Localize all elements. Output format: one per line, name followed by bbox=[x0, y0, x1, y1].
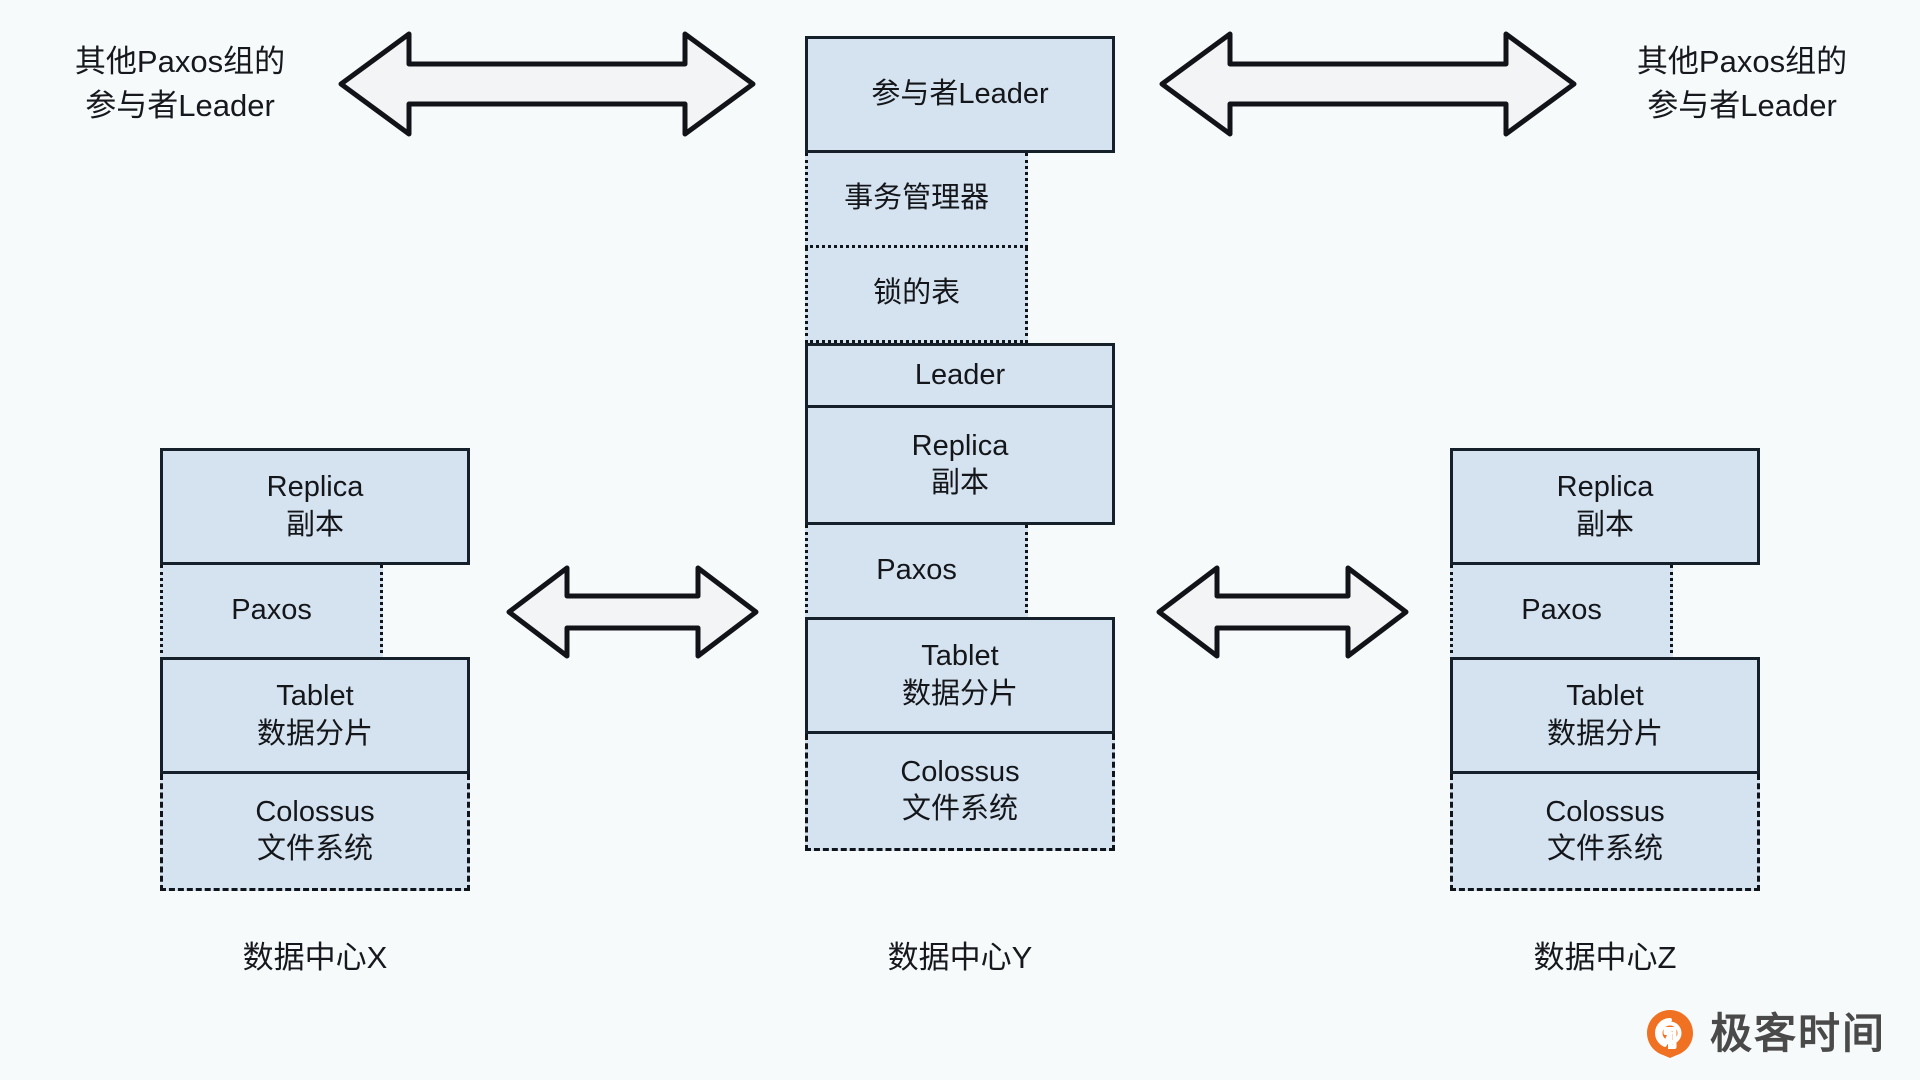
node-participant-leader-y-title: 参与者Leader bbox=[871, 77, 1049, 110]
double-arrow-icon-mid-left bbox=[505, 563, 760, 661]
node-replica-z[interactable]: Replica 副本 bbox=[1450, 448, 1760, 565]
node-colossus-x-subtitle: 文件系统 bbox=[256, 833, 373, 865]
node-paxos-z[interactable]: Paxos bbox=[1450, 565, 1674, 660]
node-paxos-x[interactable]: Paxos bbox=[160, 565, 384, 660]
node-transaction-manager-y-title: 事务管理器 bbox=[844, 182, 990, 215]
stack-datacenter-z: Replica 副本 Paxos Tablet 数据分片 Colossus 文件… bbox=[1450, 448, 1760, 891]
node-colossus-z-subtitle: 文件系统 bbox=[1546, 833, 1663, 865]
node-replica-z-title: Replica bbox=[1556, 471, 1654, 504]
node-replica-y-subtitle: 副本 bbox=[930, 467, 989, 499]
node-replica-y-title: Replica bbox=[911, 429, 1009, 462]
double-arrow-icon-mid-right bbox=[1155, 563, 1410, 661]
datacenter-label-z: 数据中心Z bbox=[1533, 940, 1677, 975]
node-colossus-y-subtitle: 文件系统 bbox=[901, 793, 1018, 825]
node-leader-y[interactable]: Leader bbox=[805, 343, 1115, 408]
node-participant-leader-y[interactable]: 参与者Leader bbox=[805, 36, 1115, 153]
node-replica-x-title: Replica bbox=[266, 471, 364, 504]
node-replica-z-subtitle: 副本 bbox=[1575, 508, 1634, 541]
node-tablet-y-title: Tablet bbox=[921, 640, 999, 673]
stack-datacenter-y: 参与者Leader 事务管理器 锁的表 Leader Replica 副本 Pa… bbox=[805, 36, 1115, 851]
datacenter-label-x: 数据中心X bbox=[242, 940, 388, 975]
node-leader-y-title: Leader bbox=[914, 358, 1006, 391]
node-lock-table-y[interactable]: 锁的表 bbox=[805, 248, 1029, 343]
node-replica-y[interactable]: Replica 副本 bbox=[805, 408, 1115, 525]
node-paxos-y-title: Paxos bbox=[876, 554, 957, 587]
stack-datacenter-x: Replica 副本 Paxos Tablet 数据分片 Colossus 文件… bbox=[160, 448, 470, 891]
caption-other-paxos-groups-left: 其他Paxos组的 参与者Leader bbox=[30, 40, 330, 128]
node-colossus-z[interactable]: Colossus 文件系统 bbox=[1450, 774, 1760, 891]
caption-left-line-1: 其他Paxos组的 bbox=[74, 44, 286, 79]
node-tablet-x-subtitle: 数据分片 bbox=[256, 717, 373, 750]
node-colossus-y[interactable]: Colossus 文件系统 bbox=[805, 734, 1115, 851]
node-colossus-x-title: Colossus bbox=[255, 795, 375, 828]
node-colossus-y-title: Colossus bbox=[900, 755, 1020, 788]
node-colossus-z-title: Colossus bbox=[1545, 795, 1665, 828]
geekbang-logo-icon bbox=[1644, 1008, 1696, 1060]
node-tablet-y-subtitle: 数据分片 bbox=[901, 677, 1018, 710]
double-arrow-icon-top-left bbox=[337, 28, 757, 140]
node-paxos-z-title: Paxos bbox=[1521, 594, 1602, 627]
node-paxos-x-title: Paxos bbox=[231, 594, 312, 627]
node-tablet-x[interactable]: Tablet 数据分片 bbox=[160, 657, 470, 774]
node-replica-x[interactable]: Replica 副本 bbox=[160, 448, 470, 565]
node-replica-x-subtitle: 副本 bbox=[285, 508, 344, 541]
brand-logo: 极客时间 bbox=[1644, 1008, 1886, 1060]
node-tablet-z[interactable]: Tablet 数据分片 bbox=[1450, 657, 1760, 774]
node-tablet-x-title: Tablet bbox=[276, 680, 354, 713]
node-tablet-z-subtitle: 数据分片 bbox=[1546, 717, 1663, 750]
node-tablet-y[interactable]: Tablet 数据分片 bbox=[805, 617, 1115, 734]
node-tablet-z-title: Tablet bbox=[1566, 680, 1644, 713]
double-arrow-icon-top-right bbox=[1158, 28, 1578, 140]
node-paxos-y[interactable]: Paxos bbox=[805, 525, 1029, 620]
caption-right-line-2: 参与者Leader bbox=[1647, 88, 1837, 124]
datacenter-label-y: 数据中心Y bbox=[887, 940, 1033, 975]
node-transaction-manager-y[interactable]: 事务管理器 bbox=[805, 153, 1029, 248]
node-colossus-x[interactable]: Colossus 文件系统 bbox=[160, 774, 470, 891]
caption-left-line-2: 参与者Leader bbox=[85, 88, 275, 124]
node-lock-table-y-title: 锁的表 bbox=[873, 277, 961, 310]
caption-other-paxos-groups-right: 其他Paxos组的 参与者Leader bbox=[1592, 40, 1892, 128]
brand-wordmark: 极客时间 bbox=[1709, 1010, 1886, 1057]
caption-right-line-1: 其他Paxos组的 bbox=[1636, 44, 1848, 79]
